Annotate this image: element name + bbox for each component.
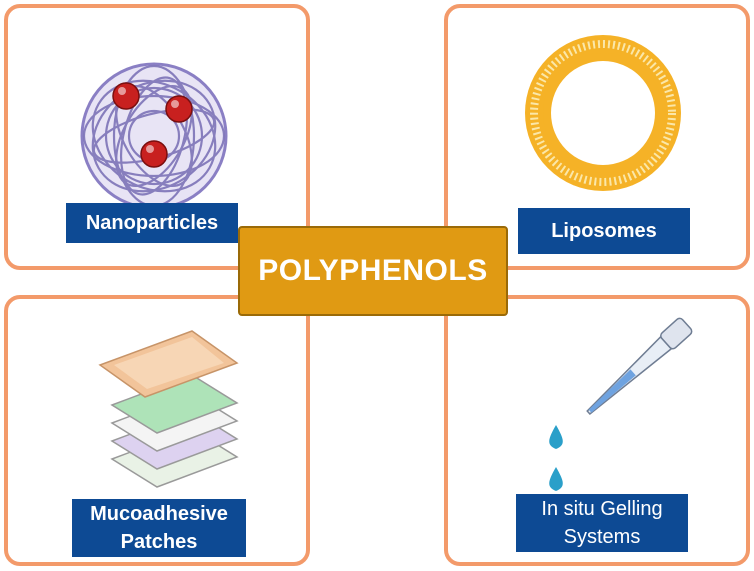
nanoparticles-label-text: Nanoparticles (85, 212, 219, 234)
polyphenols-title: POLYPHENOLS (258, 254, 488, 287)
liposome-icon (525, 35, 681, 191)
liposomes-label: Liposomes (518, 208, 690, 254)
nanoparticles-label: Nanoparticles (66, 203, 238, 243)
liposomes-label-text: Liposomes (551, 220, 657, 242)
gel-drops (549, 425, 563, 491)
in-situ-label-line2: Systems (563, 526, 641, 548)
panel-in-situ-gelling-systems: In situ Gelling Systems (444, 295, 750, 566)
panel-liposomes: Liposomes (444, 4, 750, 270)
nanoparticle-icon (80, 62, 228, 210)
mucoadhesive-label-line2: Patches (120, 531, 198, 553)
panel-mucoadhesive-patches: Mucoadhesive Patches (4, 295, 310, 566)
panel-nanoparticles: Nanoparticles (4, 4, 310, 270)
mucoadhesive-patches-label: Mucoadhesive Patches (72, 499, 246, 557)
polyphenols-center-box: POLYPHENOLS (238, 226, 508, 316)
dropper-icon (549, 317, 693, 491)
in-situ-label-line1: In situ Gelling (541, 498, 663, 520)
in-situ-gelling-label: In situ Gelling Systems (516, 494, 688, 552)
patch-stack-icon (98, 330, 239, 488)
mucoadhesive-label-line1: Mucoadhesive (90, 503, 228, 525)
